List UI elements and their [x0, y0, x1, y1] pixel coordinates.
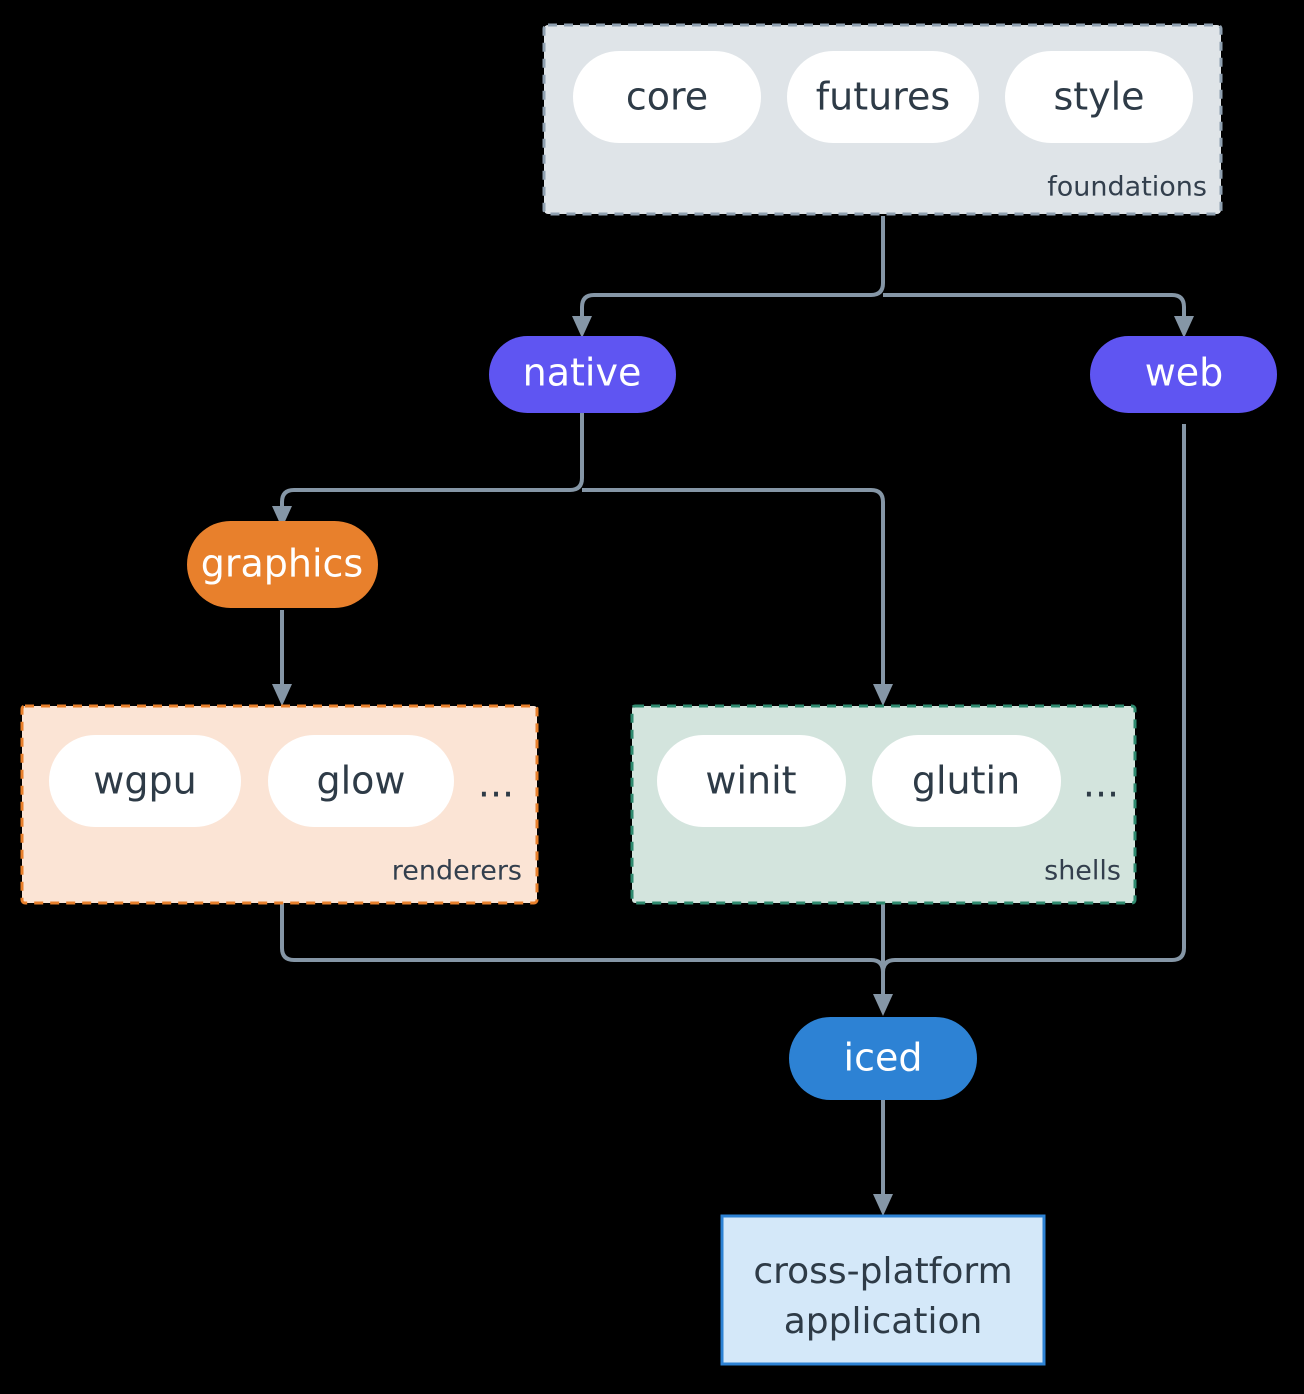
arrowhead-application: [873, 1194, 893, 1216]
application-box-shape[interactable]: [720, 1214, 1046, 1366]
arrowhead-web: [1174, 316, 1194, 338]
node-iced-label: iced: [844, 1036, 923, 1080]
node-more-renderers-label: ...: [478, 762, 514, 806]
node-wgpu[interactable]: [49, 735, 241, 827]
node-web-shape[interactable]: [1090, 336, 1277, 413]
application-box-line2: application: [784, 1301, 983, 1342]
node-futures-label: futures: [816, 75, 950, 119]
cluster-foundations: core futures style foundations: [542, 23, 1223, 216]
cluster-renderers-label: renderers: [392, 856, 522, 887]
node-winit-label: winit: [705, 759, 796, 803]
edge-foundations-to-native-web: [580, 216, 885, 322]
arrowhead-renderers: [272, 684, 292, 706]
node-glow[interactable]: [268, 735, 454, 827]
arrowhead-shells: [873, 684, 893, 706]
node-cross-platform-application[interactable]: cross-platform application: [720, 1214, 1046, 1366]
node-wgpu-label: wgpu: [93, 759, 196, 803]
node-native-label: native: [523, 351, 642, 395]
edge-native-to-shells: [582, 488, 885, 690]
node-graphics-shape[interactable]: [187, 521, 378, 608]
application-box-line1: cross-platform: [753, 1251, 1012, 1292]
node-style-label: style: [1053, 75, 1144, 119]
node-iced-shape[interactable]: [789, 1017, 977, 1100]
cluster-shells: winit glutin ... shells: [630, 704, 1137, 905]
node-core-label: core: [626, 75, 708, 119]
edge-web-to-iced: [881, 424, 1186, 1000]
cluster-renderers: wgpu glow ... renderers: [20, 704, 539, 905]
arrowhead-graphics: [272, 506, 292, 528]
node-graphics-label: graphics: [201, 542, 363, 586]
node-glutin[interactable]: [872, 735, 1061, 827]
node-futures[interactable]: [787, 51, 979, 143]
edge-foundations-to-web: [883, 293, 1186, 322]
node-iced[interactable]: iced: [789, 1017, 977, 1100]
node-more-shells-label: ...: [1083, 762, 1119, 806]
edge-native-to-graphics-shells: [280, 412, 584, 512]
node-glow-label: glow: [316, 759, 405, 803]
cluster-foundations-label: foundations: [1047, 172, 1207, 203]
arrowhead-iced: [873, 994, 893, 1016]
node-native-shape[interactable]: [489, 336, 676, 413]
node-graphics[interactable]: graphics: [187, 521, 378, 608]
node-glutin-label: glutin: [912, 759, 1020, 803]
node-winit[interactable]: [657, 735, 846, 827]
edge-renderers-to-iced: [280, 903, 885, 1000]
node-style[interactable]: [1005, 51, 1193, 143]
edges-layer: [272, 216, 1194, 1216]
arrowhead-native: [572, 316, 592, 338]
node-web[interactable]: web: [1090, 336, 1277, 413]
node-web-label: web: [1145, 351, 1224, 395]
node-core[interactable]: [573, 51, 761, 143]
node-native[interactable]: native: [489, 336, 676, 413]
cluster-shells-label: shells: [1044, 856, 1121, 887]
